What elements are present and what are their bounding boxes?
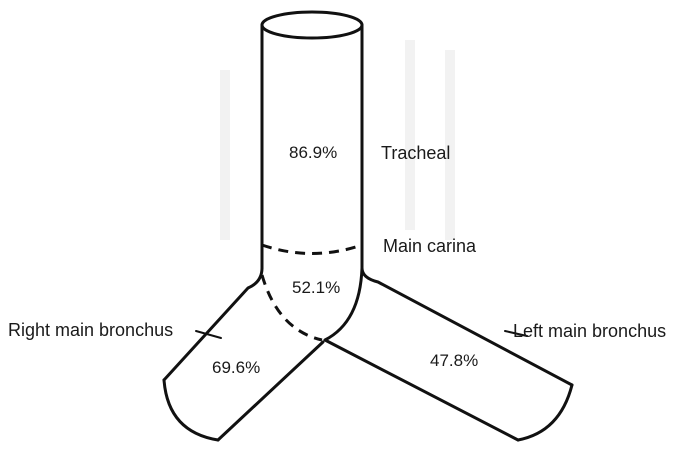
left-main-bronchus-lower-wall [325,268,518,440]
main-carina-percentage: 52.1% [292,278,340,297]
right-main-bronchus-lower-wall [218,342,323,440]
background-watermark [225,40,450,240]
trachea-top-opening [262,12,362,38]
left-main-bronchus-percentage: 47.8% [430,351,478,370]
right-main-bronchus-label: Right main bronchus [8,320,173,340]
right-main-bronchus-percentage: 69.6% [212,358,260,377]
left-main-bronchus-label: Left main bronchus [513,321,666,341]
left-main-bronchus-end-cap [518,385,572,440]
main-carina-boundary [262,245,362,254]
tracheal-percentage: 86.9% [289,143,337,162]
main-carina-label: Main carina [383,236,477,256]
tracheal-label: Tracheal [381,143,450,163]
right-main-bronchus-end-cap [164,380,218,440]
